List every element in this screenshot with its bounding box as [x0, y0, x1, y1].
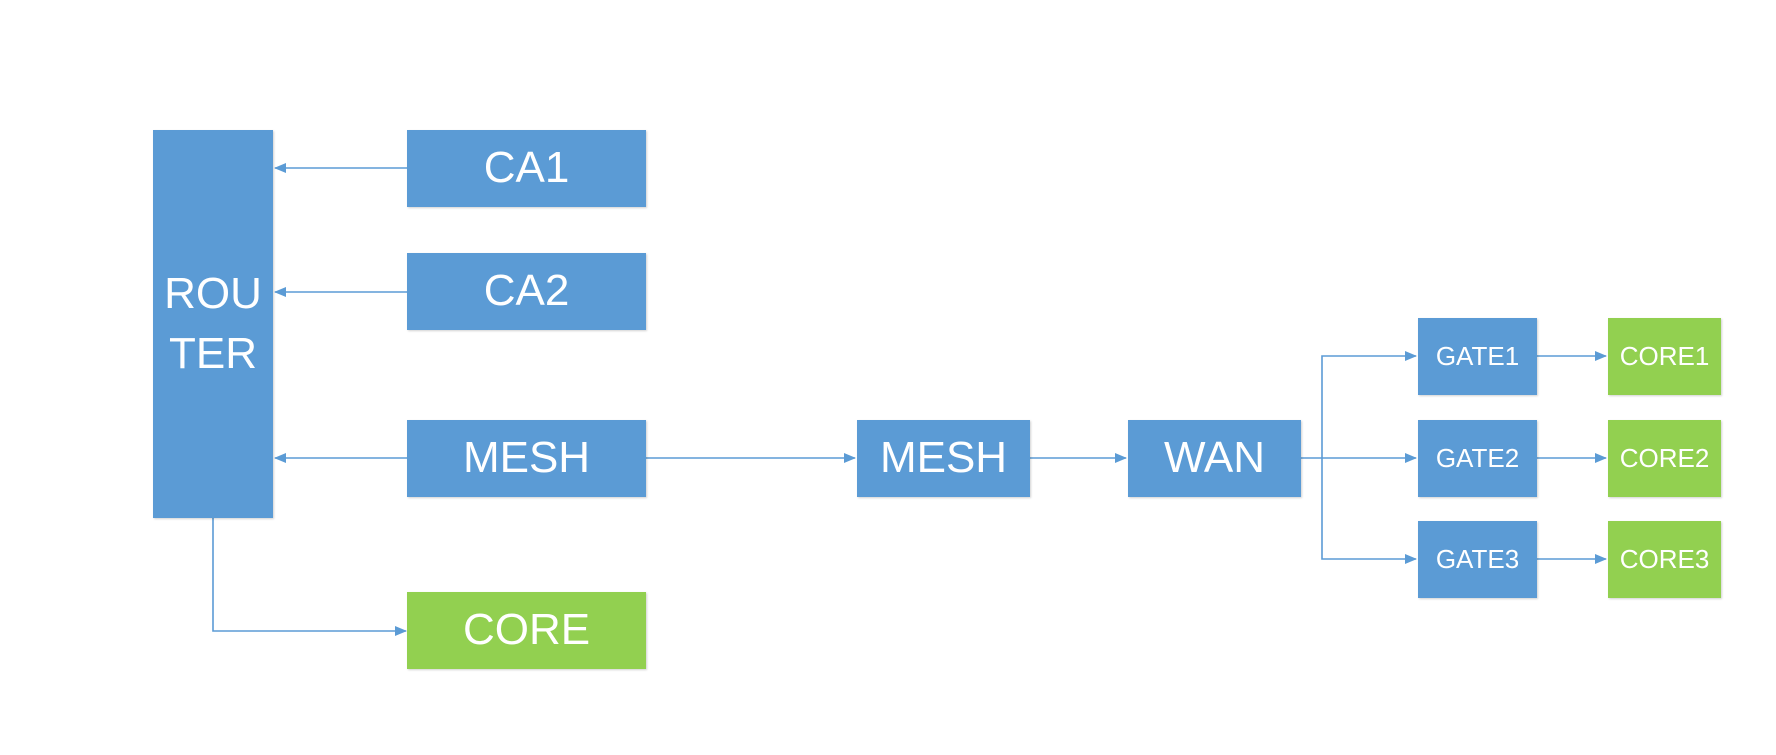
gate3-label: GATE3 — [1435, 543, 1520, 574]
gate1-label: GATE1 — [1435, 340, 1520, 371]
gate3-node: GATE3 — [1418, 521, 1537, 598]
core1-label: CORE1 — [1619, 340, 1710, 371]
ca1-label: CA1 — [483, 143, 570, 193]
edge-wan-to-gate1 — [1321, 351, 1417, 458]
router-label: ROU TER — [164, 269, 262, 378]
gate1-node: GATE1 — [1418, 318, 1537, 395]
wan-node: WAN — [1128, 420, 1301, 497]
wan-label: WAN — [1163, 433, 1266, 483]
gate2-node: GATE2 — [1418, 420, 1537, 497]
core3-node: CORE3 — [1608, 521, 1721, 598]
ca1-node: CA1 — [407, 130, 646, 207]
ca2-node: CA2 — [407, 253, 646, 330]
core-node: CORE — [407, 592, 646, 669]
core3-label: CORE3 — [1619, 543, 1710, 574]
core2-label: CORE2 — [1619, 442, 1710, 473]
core2-node: CORE2 — [1608, 420, 1721, 497]
mesh-left-label: MESH — [462, 433, 591, 483]
mesh-mid-node: MESH — [857, 420, 1030, 497]
edge-router-to-core — [212, 518, 407, 636]
mesh-left-node: MESH — [407, 420, 646, 497]
edge-wan-to-gate3 — [1321, 458, 1417, 564]
gate2-label: GATE2 — [1435, 442, 1520, 473]
mesh-mid-label: MESH — [879, 433, 1008, 483]
core-label: CORE — [462, 605, 591, 655]
core1-node: CORE1 — [1608, 318, 1721, 395]
router-node: ROU TER — [153, 130, 273, 518]
ca2-label: CA2 — [483, 266, 570, 316]
